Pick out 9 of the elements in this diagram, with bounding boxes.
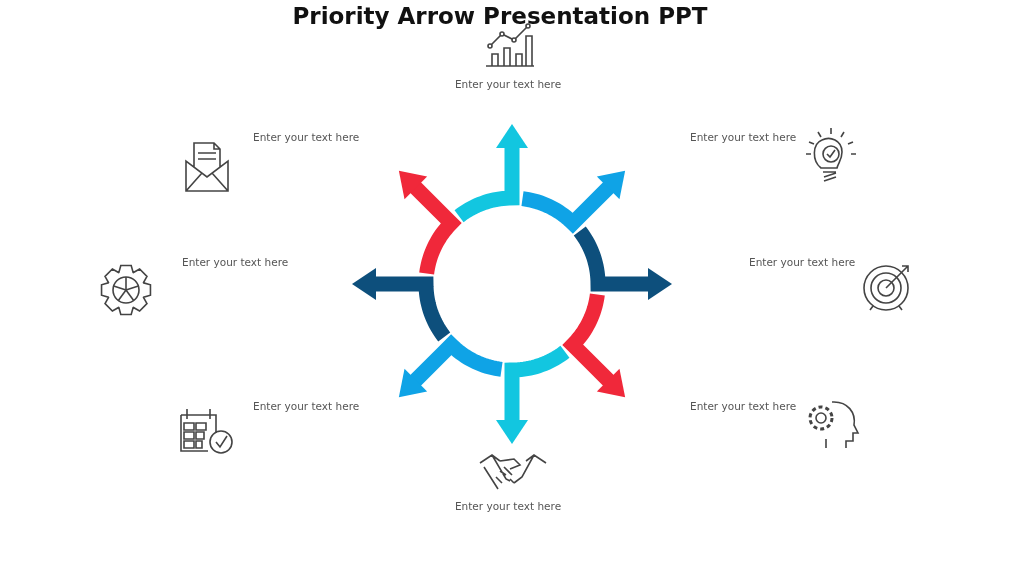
caption-text: Enter your text here bbox=[454, 500, 562, 512]
caption-text: Enter your text here bbox=[253, 131, 360, 143]
caption-text: Enter your text here bbox=[253, 400, 360, 412]
title: Priority Arrow Presentation PPT bbox=[291, 3, 709, 29]
caption-text: Enter your text here bbox=[182, 256, 289, 268]
caption-text: Enter your text here bbox=[690, 131, 797, 143]
caption-text: Enter your text here bbox=[690, 400, 797, 412]
caption-text: Enter your text here bbox=[454, 78, 562, 90]
caption-text: Enter your text here bbox=[749, 256, 856, 268]
